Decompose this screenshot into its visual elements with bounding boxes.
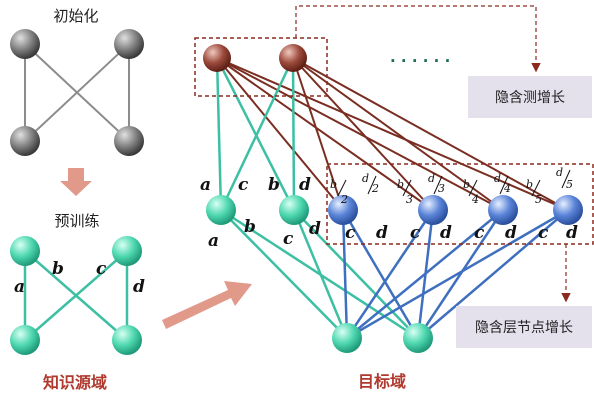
green-upper-edges	[215, 57, 296, 211]
new-hidden-node-4	[553, 195, 583, 225]
svg-text:5: 5	[535, 193, 542, 206]
pretrain-node-bottom-left	[10, 325, 40, 355]
node-growth-box	[456, 306, 592, 348]
pretrain-node-top-right	[112, 236, 142, 266]
init-node-top-left	[10, 29, 40, 59]
svg-text:5: 5	[566, 178, 573, 191]
output-node-2	[403, 323, 433, 353]
label-c-n2: c	[410, 223, 421, 243]
fraction-d-3: d3	[428, 172, 445, 195]
fraction-d-5: d5	[556, 166, 573, 191]
new-hidden-node-1	[328, 195, 358, 225]
edge-label-d: d	[133, 277, 145, 297]
edge-label-c-lower: c	[283, 229, 294, 249]
svg-text:d: d	[362, 172, 369, 185]
edge-label-b-upper: b	[268, 175, 280, 195]
svg-text:2: 2	[340, 193, 348, 206]
added-layer-box	[194, 37, 328, 97]
pretrain-title: 预训练	[54, 212, 99, 230]
edge-label-d-lower: d	[309, 219, 321, 239]
transferred-hidden-node-1	[206, 195, 236, 225]
svg-text:4: 4	[471, 193, 479, 206]
edge-label-d-upper: d	[299, 175, 311, 195]
fraction-b-3: b3	[397, 178, 413, 206]
pretrain-node-bottom-right	[112, 325, 142, 355]
svg-text:4: 4	[503, 182, 511, 195]
edge-label-a: a	[14, 277, 25, 297]
red-edges	[216, 57, 569, 211]
svg-text:3: 3	[438, 182, 445, 195]
fraction-d-2: d2	[362, 172, 379, 195]
blue-lower-edges	[341, 208, 569, 340]
label-d-n1: d	[376, 223, 388, 243]
added-layer-node-1	[203, 44, 231, 72]
label-d-n4: d	[566, 223, 578, 243]
output-node-1	[332, 323, 362, 353]
blue-node-cd-labels: c d c d c d c d	[345, 223, 578, 243]
fraction-labels: b2 d2 b3 d3 b4 d4 b5 d5	[330, 166, 573, 206]
ellipsis-dots: · · · · · ·	[390, 52, 450, 70]
pretrain-node-top-left	[10, 236, 40, 266]
transfer-arrow-icon	[162, 281, 252, 329]
edge-label-a-upper: a	[200, 175, 211, 195]
svg-text:b: b	[463, 178, 470, 191]
layer-growth-connector	[295, 5, 541, 73]
label-d-n3: d	[505, 223, 517, 243]
new-hidden-node-2	[418, 195, 448, 225]
added-nodes-box	[326, 163, 594, 245]
svg-text:b: b	[526, 178, 533, 191]
fraction-b-5: b5	[526, 178, 542, 206]
fraction-b-2: b2	[330, 178, 348, 206]
label-c-n1: c	[345, 223, 356, 243]
target-domain-title: 目标域	[358, 372, 406, 391]
edge-label-a-lower: a	[208, 231, 219, 251]
svg-text:b: b	[330, 178, 337, 191]
init-node-bottom-left	[10, 126, 40, 156]
edge-label-c-upper: c	[238, 175, 249, 195]
init-node-top-right	[114, 29, 144, 59]
init-edges	[24, 43, 130, 142]
init-title: 初始化	[53, 7, 98, 25]
fraction-d-4: d4	[494, 172, 511, 195]
transferred-hidden-node-2	[279, 195, 309, 225]
label-c-n3: c	[474, 223, 485, 243]
layer-growth-label: 隐含测增长	[495, 90, 565, 106]
fraction-b-4: b4	[463, 178, 479, 206]
edge-label-b: b	[52, 259, 64, 279]
layer-growth-box	[468, 76, 592, 118]
edge-label-c: c	[96, 259, 107, 279]
svg-text:3: 3	[406, 193, 413, 206]
added-layer-node-2	[279, 44, 307, 72]
svg-text:b: b	[397, 178, 404, 191]
init-node-bottom-right	[114, 126, 144, 156]
label-c-n4: c	[538, 223, 549, 243]
pretrain-edges	[23, 250, 129, 341]
svg-text:d: d	[494, 172, 501, 185]
svg-text:2: 2	[371, 182, 379, 195]
down-arrow-icon	[60, 168, 92, 196]
label-d-n2: d	[440, 223, 452, 243]
new-hidden-node-3	[488, 195, 518, 225]
svg-text:d: d	[428, 172, 435, 185]
node-growth-label: 隐含层节点增长	[475, 320, 573, 336]
svg-text:d: d	[556, 166, 563, 179]
edge-label-b-lower: b	[244, 217, 256, 237]
source-domain-title: 知识源域	[43, 373, 107, 392]
